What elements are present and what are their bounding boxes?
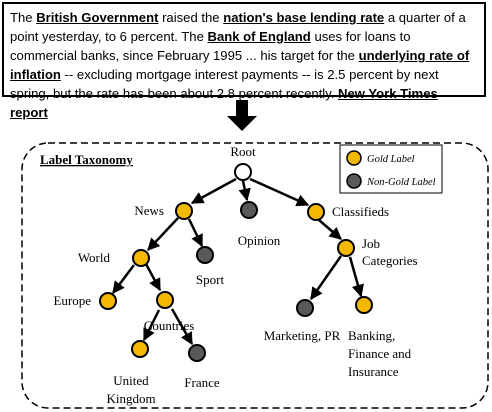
edge-jobcategories-marketing bbox=[309, 255, 343, 301]
label-job-line1: Job bbox=[362, 236, 380, 251]
node-job-categories bbox=[337, 239, 355, 257]
node-opinion bbox=[240, 201, 258, 219]
edge-root-opinion bbox=[238, 180, 251, 202]
label-job-line2: Categories bbox=[362, 253, 418, 268]
edge-countries-france bbox=[170, 308, 194, 346]
label-banking-line3: Insurance bbox=[348, 364, 399, 379]
edge-world-europe bbox=[112, 264, 135, 294]
edge-news-world bbox=[147, 217, 179, 251]
highlight-rate-of-inflation: underlying rate of inflation bbox=[10, 48, 470, 82]
label-france: France bbox=[184, 375, 220, 390]
node-united-kingdom bbox=[131, 340, 149, 358]
label-world: World bbox=[78, 250, 111, 265]
node-france bbox=[188, 344, 206, 362]
label-opinion: Opinion bbox=[238, 233, 281, 248]
node-labels: Root News Opinion Classifieds World Spor… bbox=[53, 144, 417, 406]
down-arrow-icon bbox=[227, 100, 257, 131]
label-root: Root bbox=[230, 144, 256, 159]
legend-nongold-label: Non-Gold Label bbox=[366, 177, 436, 188]
node-countries bbox=[156, 291, 174, 309]
edge-root-news bbox=[190, 177, 237, 205]
highlight-bank-of-england: Bank of England bbox=[207, 29, 311, 44]
nongold-label-icon bbox=[346, 173, 362, 189]
node-marketing-pr bbox=[296, 299, 314, 317]
label-countries: Countries bbox=[144, 318, 195, 333]
legend: Gold Label Non-Gold Label bbox=[339, 144, 443, 194]
article-text-box: The British Government raised the nation… bbox=[2, 2, 486, 120]
article-text: The bbox=[10, 10, 37, 25]
label-banking-line2: Finance and bbox=[348, 346, 412, 361]
node-root bbox=[234, 163, 252, 181]
node-world bbox=[132, 249, 150, 267]
label-news: News bbox=[134, 203, 164, 218]
label-uk-line2: Kingdom bbox=[106, 391, 155, 406]
node-europe bbox=[99, 292, 117, 310]
article-text: -- excluding mortgage interest payments … bbox=[10, 67, 439, 101]
label-marketing-pr: Marketing, PR bbox=[264, 328, 341, 343]
edge-root-classifieds bbox=[249, 177, 310, 207]
highlight-base-lending-rate: nation's base lending rate bbox=[223, 10, 385, 25]
tree-nodes bbox=[99, 163, 373, 362]
highlight-nyt-report: New York Times report bbox=[10, 86, 438, 120]
taxonomy-frame bbox=[21, 142, 489, 409]
label-sport: Sport bbox=[196, 272, 225, 287]
article-text: uses for loans to commercial banks, sinc… bbox=[10, 29, 411, 63]
gold-label-icon bbox=[346, 150, 362, 166]
article-text: raised the bbox=[158, 10, 224, 25]
node-sport bbox=[196, 246, 214, 264]
label-classifieds: Classifieds bbox=[332, 204, 389, 219]
node-news bbox=[175, 202, 193, 220]
edge-news-sport bbox=[187, 218, 204, 248]
edge-jobcategories-banking bbox=[348, 256, 364, 298]
label-uk-line1: United bbox=[113, 373, 149, 388]
label-banking-line1: Banking, bbox=[348, 328, 395, 343]
article-text: a quarter of a point yesterday, to 6 per… bbox=[10, 10, 466, 44]
taxonomy-title: Label Taxonomy bbox=[40, 152, 133, 167]
edge-classifieds-jobcategories bbox=[318, 219, 342, 240]
tree-edges bbox=[112, 177, 364, 346]
label-europe: Europe bbox=[53, 293, 91, 308]
node-classifieds bbox=[307, 203, 325, 221]
legend-gold-label: Gold Label bbox=[367, 154, 415, 165]
highlight-british-government: British Government bbox=[36, 10, 159, 25]
edge-countries-uk bbox=[142, 309, 161, 342]
edge-world-countries bbox=[144, 263, 162, 292]
node-banking bbox=[355, 296, 373, 314]
